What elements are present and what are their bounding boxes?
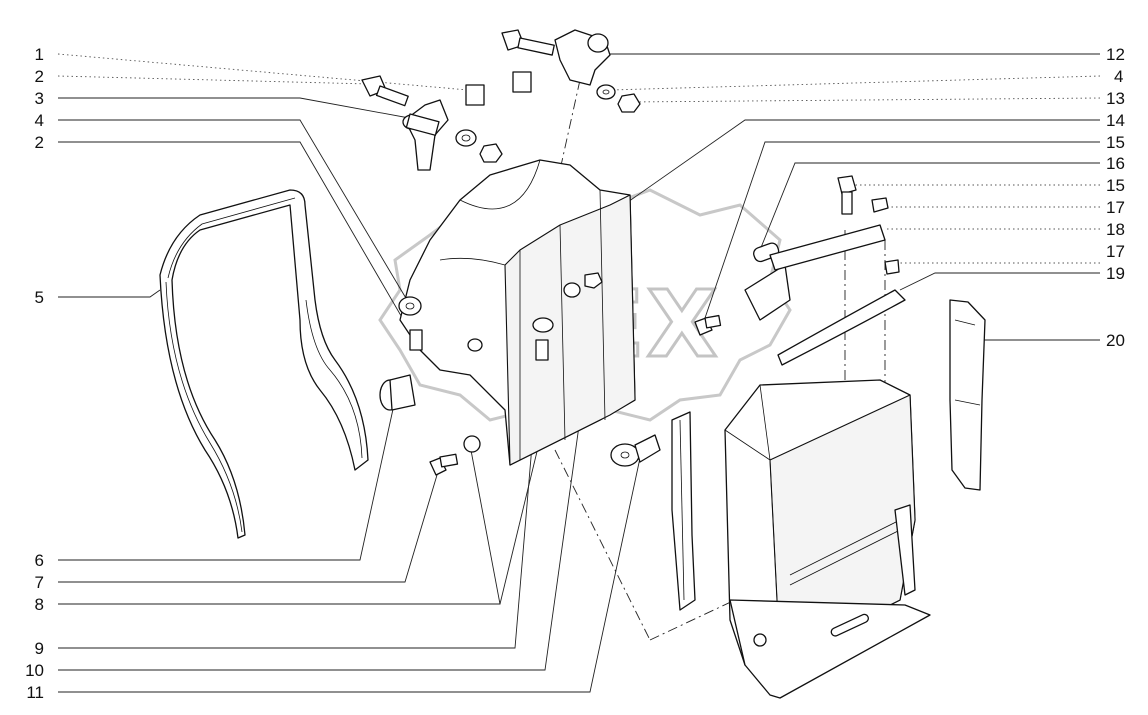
part-10-strip: [671, 411, 696, 611]
callout-left-7: 6: [35, 551, 44, 570]
callout-right-11: 19: [1106, 264, 1125, 283]
part-15-upper-bolt: [837, 175, 857, 215]
callout-left-4: 4: [35, 111, 44, 130]
part-15-bolt: [694, 314, 722, 336]
callout-left-5: 2: [35, 133, 44, 152]
callout-right-1: 12: [1106, 45, 1125, 64]
part-18-bracket: [769, 224, 886, 271]
callout-right-5: 15: [1106, 133, 1125, 152]
part-1-block-b: [512, 71, 532, 93]
callout-left-12: 11: [26, 683, 44, 702]
callout-right-4: 14: [1106, 111, 1125, 130]
part-19-deflector: [777, 289, 906, 366]
callout-left-11: 10: [25, 661, 44, 680]
callout-right-7: 15: [1106, 176, 1125, 195]
callout-left-8: 7: [35, 573, 44, 592]
callout-right-12: 20: [1106, 331, 1125, 350]
callout-right-10: 17: [1106, 242, 1125, 261]
part-12-mount: [501, 29, 641, 113]
callout-left-10: 9: [35, 639, 44, 658]
callouts-right: 12 4 13 14 15 16 15 17 18 17 19 20: [1106, 45, 1125, 350]
part-11-tab: [610, 434, 661, 467]
callouts-left: 1 2 3 4 2 5 6 7 8 9 10 11: [25, 45, 44, 702]
callout-right-6: 16: [1106, 154, 1125, 173]
washer-4: [398, 296, 422, 316]
callout-right-9: 18: [1106, 220, 1125, 239]
callout-right-3: 13: [1106, 89, 1125, 108]
part-17-plug: [871, 197, 889, 213]
part-17-plug-b: [884, 259, 900, 275]
part-6-rubber-mount: [379, 374, 416, 411]
callout-left-3: 3: [35, 89, 44, 108]
callout-right-2: 4: [1114, 67, 1123, 86]
part-7-bolt: [429, 453, 459, 476]
part-20-side-seal: [949, 299, 986, 491]
part-1-block: [465, 84, 485, 106]
callout-left-6: 5: [35, 288, 44, 307]
callout-left-1: 1: [35, 45, 44, 64]
fan-shroud: [398, 159, 636, 466]
radiator-assembly: [724, 379, 931, 699]
part-8-washer: [463, 435, 481, 453]
callout-left-2: 2: [35, 67, 44, 86]
part-3-bracket: [361, 75, 503, 171]
callout-right-8: 17: [1106, 198, 1125, 217]
part-5-seal: [159, 189, 369, 539]
callout-left-9: 8: [35, 595, 44, 614]
